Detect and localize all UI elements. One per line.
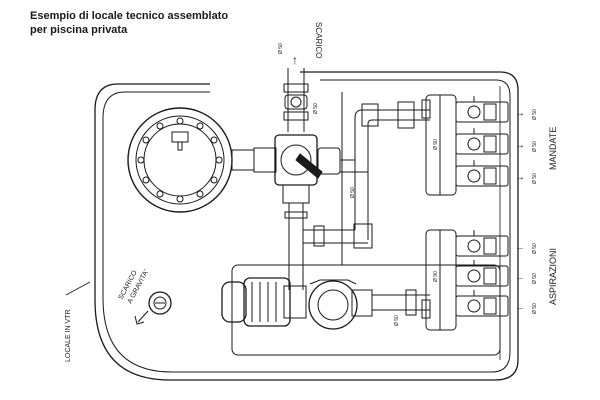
delivery-valve-2 (455, 128, 509, 155)
vertical-pipe-pump (284, 203, 308, 290)
suction-arrow-2: ← (515, 272, 525, 283)
suction-valve-2 (455, 260, 509, 287)
sand-filter (127, 107, 233, 213)
delivery-valve-1 (455, 96, 509, 123)
title-line-1: Esempio di locale tecnico assemblato (30, 10, 229, 22)
suction-manifold-dia: Ø 90 (433, 271, 439, 282)
delivery-label: MANDATE (548, 127, 558, 170)
bypass-pipe (303, 160, 373, 249)
delivery-arrow-3: → (515, 172, 525, 183)
suction-dia-1: Ø 50 (532, 243, 538, 254)
filter-bolts (137, 117, 223, 203)
delivery-dia-1: Ø 50 (532, 109, 538, 120)
valve-pipe-dia-label: Ø 50 (313, 103, 319, 114)
discharge-dia-label: Ø 50 (278, 43, 284, 54)
title-line-2: per piscina privata (30, 24, 128, 36)
delivery-manifold-dia: Ø 90 (433, 139, 439, 150)
discharge-label: SCARICO (314, 22, 323, 58)
suction-dia-3: Ø 50 (532, 303, 538, 314)
discharge-arrow: ↑ (292, 53, 298, 67)
locale-leader-line (65, 281, 91, 296)
suction-valve-1 (455, 230, 509, 257)
diagram-title: Esempio di locale tecnico assemblato per… (30, 9, 290, 37)
supply-pipe (340, 101, 430, 173)
locale-vtr-label: LOCALE IN VTR (65, 309, 72, 362)
pump-outlet-dia: Ø 50 (394, 315, 400, 326)
suction-label: ASPIRAZIONI (548, 248, 558, 305)
delivery-dia-3: Ø 50 (532, 173, 538, 184)
pump (221, 277, 373, 330)
suction-arrow-1: ← (515, 242, 525, 253)
suction-dia-2: Ø 50 (532, 273, 538, 284)
vertical-pipe-dia-label: Ø 50 (350, 187, 356, 198)
discharge-pipe (283, 68, 309, 132)
delivery-arrow-2: → (515, 140, 525, 151)
room-shell-outer (94, 71, 519, 381)
suction-valve-3 (455, 290, 509, 317)
pump-suction-pipe (372, 289, 430, 316)
delivery-dia-2: Ø 50 (532, 141, 538, 152)
pump-base (231, 264, 501, 356)
room-shell-inner (102, 79, 511, 373)
suction-arrow-3: ← (515, 302, 525, 313)
delivery-valve-3 (455, 160, 509, 187)
gravity-drain (134, 291, 172, 325)
delivery-arrow-1: → (515, 108, 525, 119)
multiport-valve (274, 134, 341, 204)
